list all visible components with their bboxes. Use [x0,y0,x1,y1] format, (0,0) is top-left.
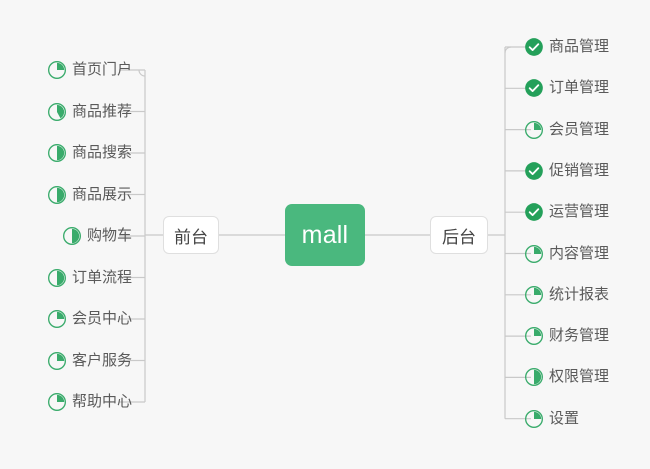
pie-progress-icon [525,327,543,346]
pie-progress-icon [525,120,543,139]
pie-progress-icon [62,227,81,245]
leaf-item-label: 首页门户 [71,61,132,78]
check-circle-icon [525,203,543,222]
branch-node-frontend[interactable]: 前台 [163,216,219,254]
leaf-item-label: 购物车 [86,227,132,244]
branch-node-frontend-label: 前台 [174,227,208,247]
leaf-item-label: 财务管理 [549,327,610,345]
leaf-item-label: 会员管理 [549,120,610,138]
pie-progress-icon [525,244,543,263]
leaf-item-label: 设置 [549,409,580,427]
leaf-item-backend-5[interactable]: 内容管理 [524,242,609,266]
leaf-item-backend-6[interactable]: 统计报表 [524,283,609,307]
leaf-item-label: 促销管理 [549,161,610,179]
leaf-item-frontend-5[interactable]: 订单流程 [47,266,132,290]
leaf-item-frontend-0[interactable]: 首页门户 [47,58,132,82]
branch-node-backend-label: 后台 [442,227,476,247]
leaf-item-label: 帮助中心 [71,393,132,410]
leaf-item-label: 会员中心 [71,310,132,327]
leaf-item-backend-3[interactable]: 促销管理 [524,159,609,183]
leaf-item-backend-8[interactable]: 权限管理 [524,365,609,389]
connector-path [138,69,146,77]
leaf-item-backend-9[interactable]: 设置 [524,407,579,431]
check-circle-icon [525,38,543,56]
pie-progress-icon [47,144,66,162]
leaf-item-label: 统计报表 [549,285,610,303]
leaf-item-frontend-4[interactable]: 购物车 [62,224,132,248]
pie-progress-icon [525,368,543,387]
pie-progress-icon [47,61,66,79]
leaf-item-backend-1[interactable]: 订单管理 [524,76,609,100]
connector-path [504,46,512,54]
leaf-item-frontend-3[interactable]: 商品展示 [47,183,132,207]
leaf-item-label: 客户服务 [71,351,132,369]
center-node-mall[interactable]: mall [285,204,365,266]
leaf-item-label: 运营管理 [549,203,610,221]
leaf-item-frontend-6[interactable]: 会员中心 [47,307,132,331]
leaf-item-label: 商品搜索 [71,144,132,161]
check-circle-icon [525,79,543,98]
pie-progress-icon [525,409,543,428]
leaf-item-backend-4[interactable]: 运营管理 [524,200,609,224]
leaf-item-label: 订单管理 [549,79,610,97]
leaf-item-backend-7[interactable]: 财务管理 [524,324,609,348]
pie-progress-icon [47,102,66,121]
check-circle-icon [525,162,543,180]
leaf-item-label: 商品展示 [71,185,132,203]
leaf-item-label: 订单流程 [71,268,132,286]
pie-progress-icon [47,185,66,204]
leaf-item-frontend-2[interactable]: 商品搜索 [47,141,132,165]
leaf-item-label: 权限管理 [549,368,610,386]
leaf-item-label: 商品管理 [549,38,610,55]
pie-progress-icon [47,268,66,287]
leaf-item-label: 内容管理 [549,244,610,262]
leaf-item-frontend-7[interactable]: 客户服务 [47,349,132,373]
pie-progress-icon [47,351,66,370]
leaf-item-backend-2[interactable]: 会员管理 [524,118,609,142]
pie-progress-icon [525,285,543,304]
branch-node-backend[interactable]: 后台 [430,216,488,254]
pie-progress-icon [47,310,66,328]
leaf-item-frontend-1[interactable]: 商品推荐 [47,100,132,124]
leaf-item-backend-0[interactable]: 商品管理 [524,35,609,59]
leaf-item-label: 商品推荐 [71,102,132,120]
pie-progress-icon [47,393,66,411]
center-node-label: mall [301,220,349,249]
leaf-item-frontend-8[interactable]: 帮助中心 [47,390,132,414]
